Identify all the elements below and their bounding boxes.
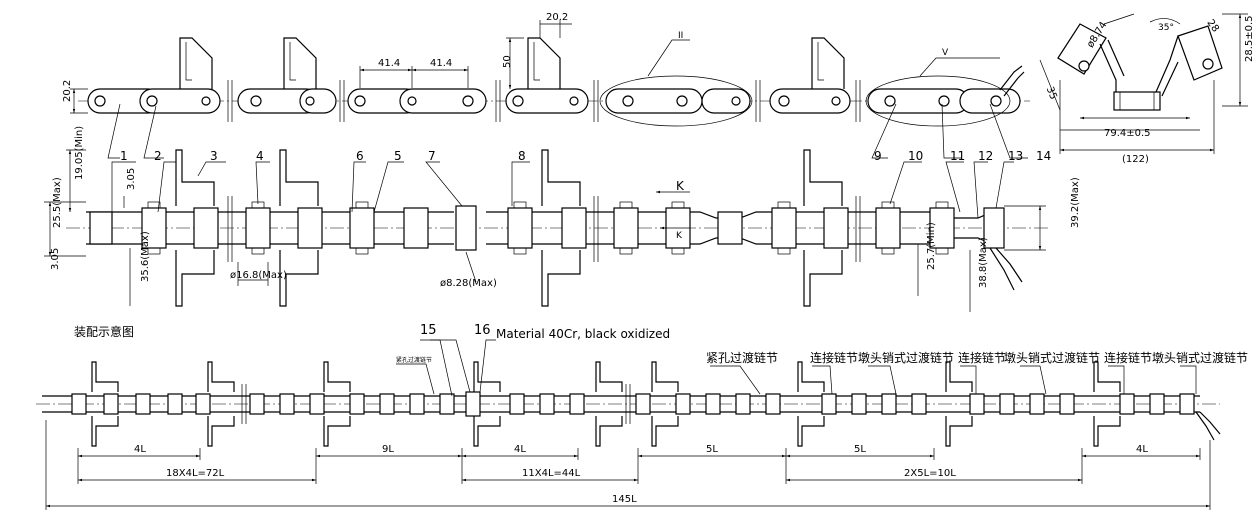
side-view: ø8.74 35° 28 28.5±0.5 35 79.4±0.5 (122): [1039, 13, 1255, 165]
detail-ii-outline: [599, 75, 753, 127]
balloon-7: 7: [428, 149, 436, 163]
detail-ii-label: II: [678, 31, 683, 41]
span-10l: 2X5L=10L: [904, 468, 956, 479]
callout-15: 15: [420, 323, 437, 338]
dim-pitch-a: 41.4: [378, 58, 400, 69]
dim-width-122: (122): [1122, 154, 1149, 165]
assembly-rollers: [71, 391, 1195, 417]
span-44l: 11X4L=44L: [522, 468, 581, 479]
dim-35-6: 35.6(Max): [140, 231, 151, 282]
small-transition-label: 紧孔过渡链节: [396, 356, 432, 364]
dim-len35: 35: [1044, 85, 1059, 101]
dim-3-05-top: 3.05: [126, 168, 137, 190]
assembly-flights: [91, 361, 1121, 447]
dim-width-79: 79.4±0.5: [1104, 128, 1151, 139]
label-tight-hole-transition: 紧孔过渡链节: [706, 350, 778, 365]
assembly-view: 装配示意图 15 16 Material 40Cr, black oxidize…: [36, 323, 1248, 510]
front-view: 19.05(Min) 3.05 25.5(Max) 3.05 35.6(Max)…: [44, 126, 1081, 312]
label-connecting-link-3: 连接链节: [1104, 350, 1152, 365]
span-72l: 18X4L=72L: [166, 468, 225, 479]
dim-8-28: ø8.28(Max): [440, 278, 497, 289]
balloon-3: 3: [210, 149, 218, 163]
label-headed-pin-transition-1: 墩头销式过渡链节: [858, 350, 954, 365]
dim-height-left: 20.2: [62, 80, 73, 102]
balloon-8: 8: [518, 149, 526, 163]
label-connecting-link-1: 连接链节: [810, 350, 858, 365]
balloon-11: 11: [950, 149, 965, 163]
dim-16-8: ø16.8(Max): [230, 270, 287, 281]
top-chain-links: [87, 88, 1021, 114]
span-4l-a: 4L: [134, 444, 146, 455]
top-view: 20.2 41.4 41.4 20.2 50 II V: [62, 12, 1030, 159]
dim-19-05: 19.05(Min): [74, 126, 85, 180]
balloon-6: 6: [356, 149, 364, 163]
detail-v-outline: [865, 75, 1011, 127]
callout-16: 16: [474, 323, 491, 338]
balloon-10: 10: [908, 149, 923, 163]
assembly-dimension-lines: [45, 420, 1211, 510]
front-attachments: [175, 149, 843, 307]
view-k-small-label: K: [676, 231, 683, 241]
assembly-labels: 装配示意图 15 16 Material 40Cr, black oxidize…: [74, 323, 1248, 505]
balloon-9: 9: [874, 149, 882, 163]
dim-pitch-b: 41.4: [430, 58, 452, 69]
label-connecting-link-2: 连接链节: [958, 350, 1006, 365]
span-145l: 145L: [612, 494, 637, 505]
view-k-label: K: [676, 179, 685, 193]
front-rollers: [89, 205, 1005, 251]
balloon-1: 1: [120, 149, 128, 163]
top-view-labels: 20.2 41.4 41.4 20.2 50 II V: [62, 12, 949, 102]
detail-v-label: V: [942, 48, 949, 58]
dim-flight-top: 20.2: [546, 12, 568, 23]
label-headed-pin-transition-3: 墩头销式过渡链节: [1152, 350, 1248, 365]
dim-flight-height: 50: [502, 55, 513, 68]
material-note: Material 40Cr, black oxidized: [496, 327, 670, 341]
span-5l-b: 5L: [854, 444, 866, 455]
top-pins: [94, 95, 1002, 107]
span-4l-b: 4L: [514, 444, 526, 455]
balloon-4: 4: [256, 149, 264, 163]
balloon-2: 2: [154, 149, 162, 163]
top-break-marks: [227, 80, 861, 122]
span-5l-a: 5L: [706, 444, 718, 455]
front-view-labels: 19.05(Min) 3.05 25.5(Max) 3.05 35.6(Max)…: [50, 126, 1081, 289]
balloon-12: 12: [978, 149, 993, 163]
label-headed-pin-transition-2: 墩头销式过渡链节: [1004, 350, 1100, 365]
dim-w28: 28: [1204, 18, 1220, 35]
dim-25-7: 25.7(Min): [926, 222, 937, 270]
front-pin-heads: [147, 201, 949, 255]
dim-dia: ø8.74: [1085, 20, 1109, 50]
dim-angle: 35°: [1158, 23, 1174, 33]
balloon-14: 14: [1036, 149, 1051, 163]
dim-3-05-bottom: 3.05: [50, 248, 61, 270]
balloon-13: 13: [1008, 149, 1023, 163]
balloon-5: 5: [394, 149, 402, 163]
span-9l: 9L: [382, 444, 394, 455]
dim-h28-5: 28.5±0.5: [1244, 15, 1255, 62]
dim-39-2: 39.2(Max): [1070, 177, 1081, 228]
dim-25-5: 25.5(Max): [52, 177, 63, 228]
dim-38-8: 38.8(Max): [978, 237, 989, 288]
side-view-labels: ø8.74 35° 28 28.5±0.5 35 79.4±0.5 (122): [1044, 15, 1255, 165]
span-4l-c: 4L: [1136, 444, 1148, 455]
assembly-title: 装配示意图: [74, 324, 134, 339]
